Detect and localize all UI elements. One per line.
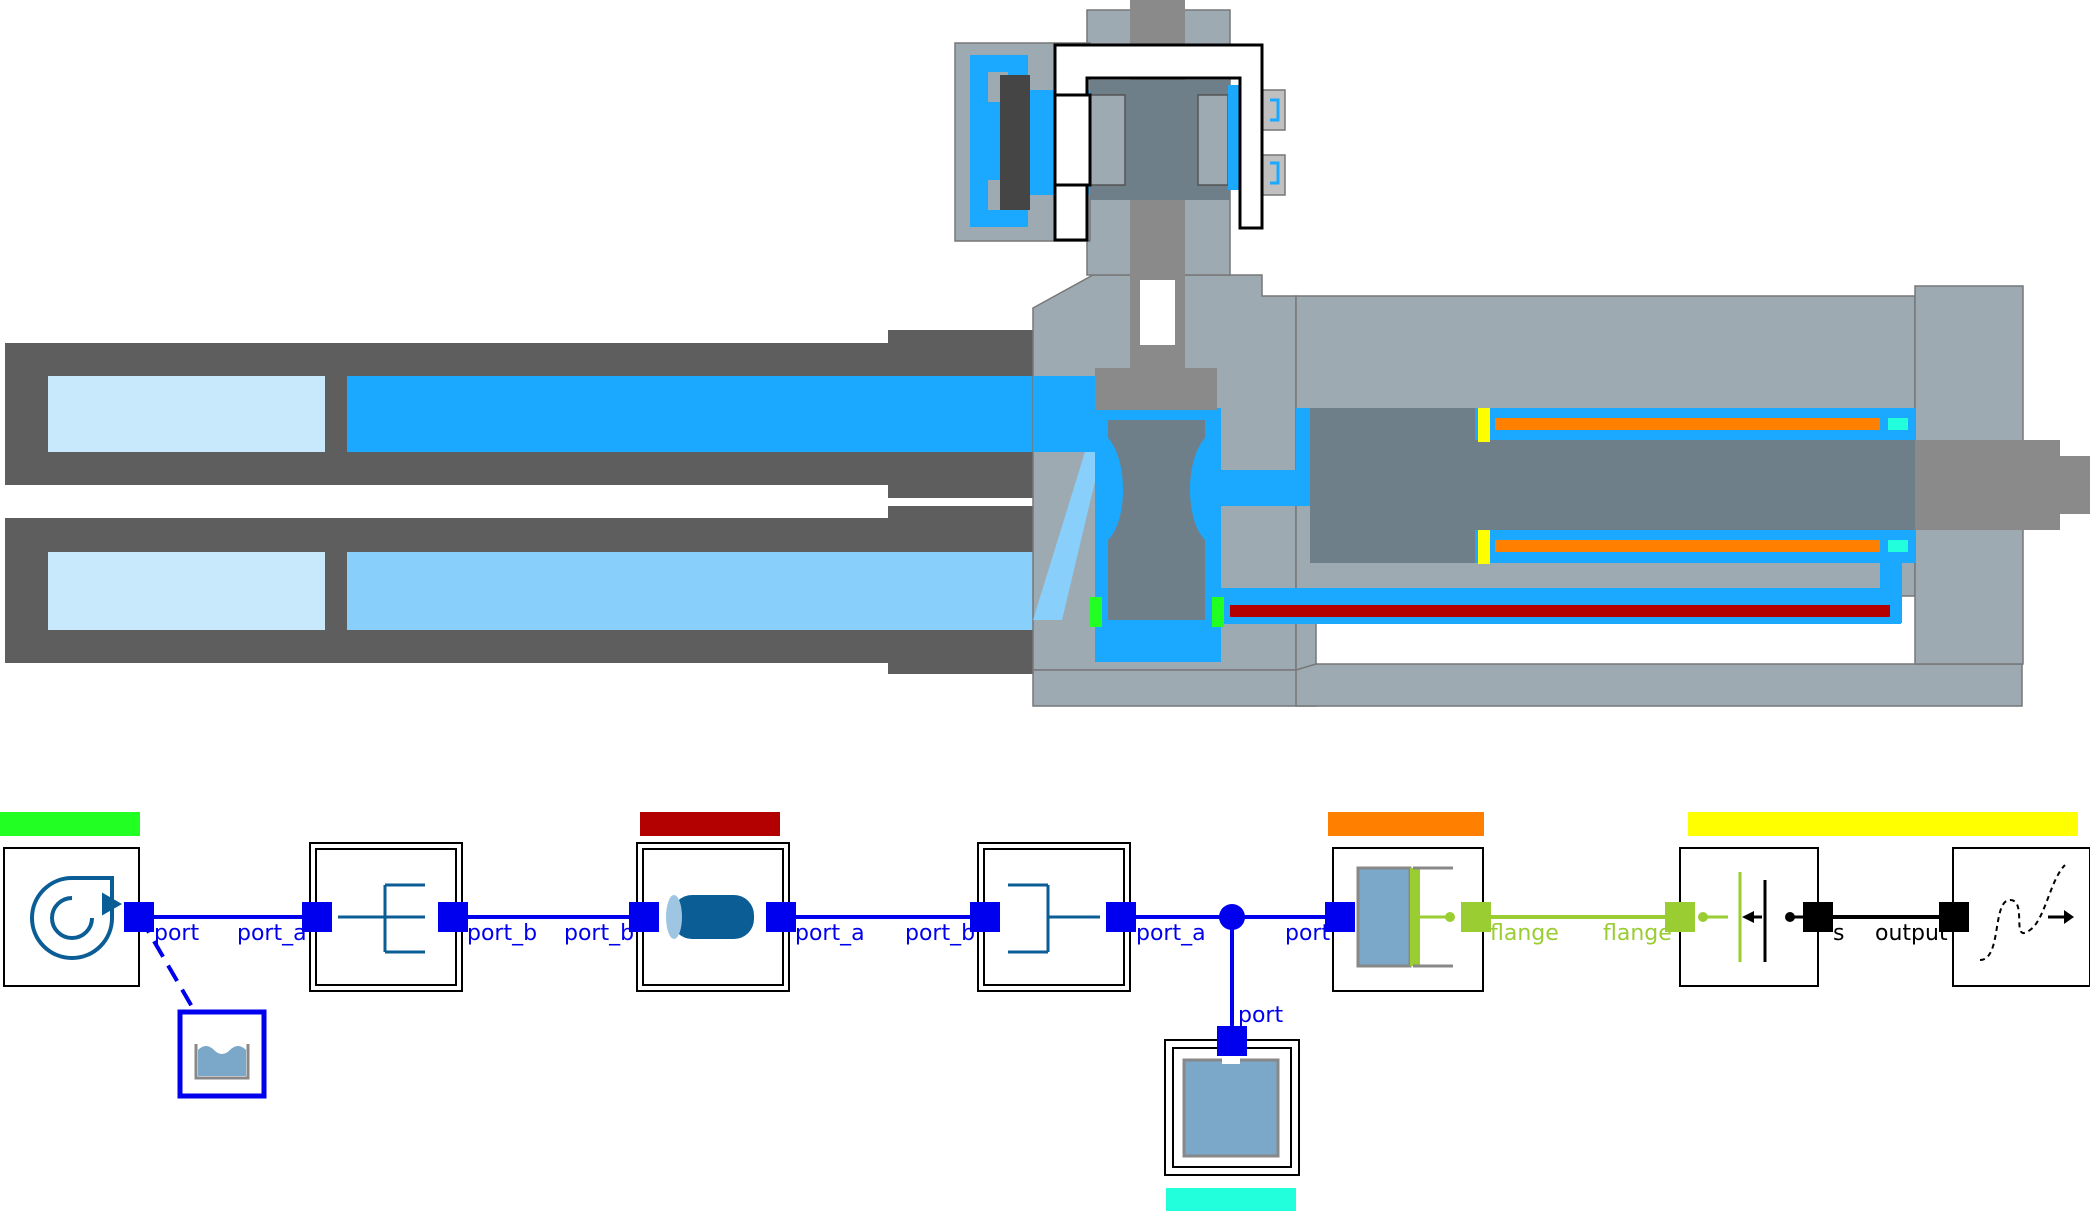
- label-cylinder-flange: flange: [1490, 921, 1559, 946]
- tag-yellow: [1688, 812, 2078, 836]
- port-valve-b-a[interactable]: [1106, 902, 1136, 932]
- port-valve-b-b[interactable]: [970, 902, 1000, 932]
- port-accumulator[interactable]: [1217, 1026, 1247, 1056]
- reservoir-block[interactable]: [177, 1009, 267, 1099]
- tag-cyan: [1166, 1188, 1296, 1211]
- port-valve-a-a[interactable]: [302, 902, 332, 932]
- label-valve-a-port-b: port_b: [467, 921, 537, 946]
- pump-icon: [30, 876, 123, 960]
- sensor-icon: [1698, 872, 1815, 962]
- port-sensor-s[interactable]: [1803, 902, 1833, 932]
- ports: [124, 902, 1969, 1056]
- fork-icon: [1008, 883, 1100, 954]
- supply-pipe-lower: [5, 506, 1033, 674]
- label-pipe-port-a: port_a: [795, 921, 865, 946]
- junction-node: [1219, 904, 1245, 930]
- cylinder-piston: [1230, 408, 2090, 617]
- port-source-output[interactable]: [1939, 902, 1969, 932]
- tank-icon: [194, 1044, 250, 1080]
- flange-sensor[interactable]: [1665, 902, 1695, 932]
- tag-orange: [1328, 812, 1484, 836]
- label-valve-b-port-b: port_b: [905, 921, 975, 946]
- pipe-block[interactable]: [636, 842, 790, 992]
- signal-source-block[interactable]: [1952, 847, 2090, 987]
- label-pipe-port-b: port_b: [564, 921, 634, 946]
- schematic-view: port port_a port_b port_b port_a port_b …: [0, 812, 2090, 1211]
- volume-icon: [1182, 1056, 1280, 1158]
- curve-icon: [1979, 864, 2074, 961]
- cylinder-icon: [1356, 866, 1455, 968]
- pilot-valve: [954, 42, 1286, 242]
- cutaway-view: [5, 0, 2090, 707]
- label-sensor-flange: flange: [1603, 921, 1672, 946]
- position-sensor-block[interactable]: [1679, 847, 1819, 987]
- port-pipe-a[interactable]: [766, 902, 796, 932]
- port-valve-a-b[interactable]: [438, 902, 468, 932]
- pipe-icon: [666, 895, 754, 939]
- flange-cylinder[interactable]: [1461, 902, 1491, 932]
- tag-red: [640, 812, 780, 836]
- port-labels: port port_a port_b port_b port_a port_b …: [154, 921, 1948, 1028]
- label-valve-b-port-a: port_a: [1136, 921, 1206, 946]
- tag-green: [0, 812, 140, 836]
- supply-pipe-upper: [5, 330, 1033, 498]
- pump-block[interactable]: [3, 847, 140, 987]
- label-valve-a-port-a: port_a: [237, 921, 307, 946]
- label-cylinder-port: port: [1285, 921, 1330, 946]
- label-source-output: output: [1875, 921, 1948, 946]
- fork-icon: [338, 883, 425, 954]
- port-pump[interactable]: [124, 902, 154, 932]
- port-cylinder[interactable]: [1325, 902, 1355, 932]
- label-sensor-s: s: [1833, 921, 1844, 946]
- label-accumulator-port: port: [1238, 1003, 1283, 1028]
- valve-b-block[interactable]: [977, 842, 1131, 992]
- label-pump-port: port: [154, 921, 199, 946]
- accumulator-block[interactable]: [1164, 1039, 1300, 1176]
- port-pipe-b[interactable]: [629, 902, 659, 932]
- cylinder-block[interactable]: [1332, 847, 1484, 992]
